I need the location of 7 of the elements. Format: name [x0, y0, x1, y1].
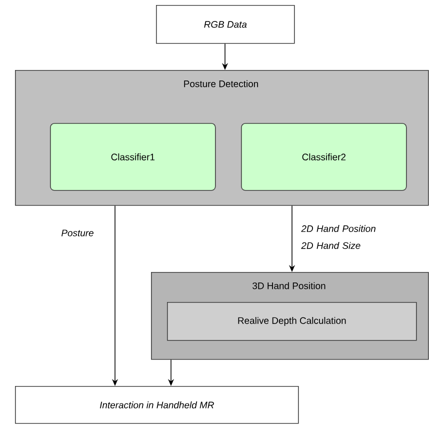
- classifier-box: Classifier1: [50, 123, 216, 191]
- process-box: RGB Data: [156, 5, 295, 44]
- classifier-box: Classifier2: [241, 123, 407, 191]
- edge-label: 2D Hand Position 2D Hand Size: [301, 225, 376, 249]
- edge-label: Posture: [62, 230, 94, 236]
- process-box: Realive Depth Calculation: [167, 302, 417, 341]
- process-box: Interaction in Handheld MR: [15, 386, 299, 424]
